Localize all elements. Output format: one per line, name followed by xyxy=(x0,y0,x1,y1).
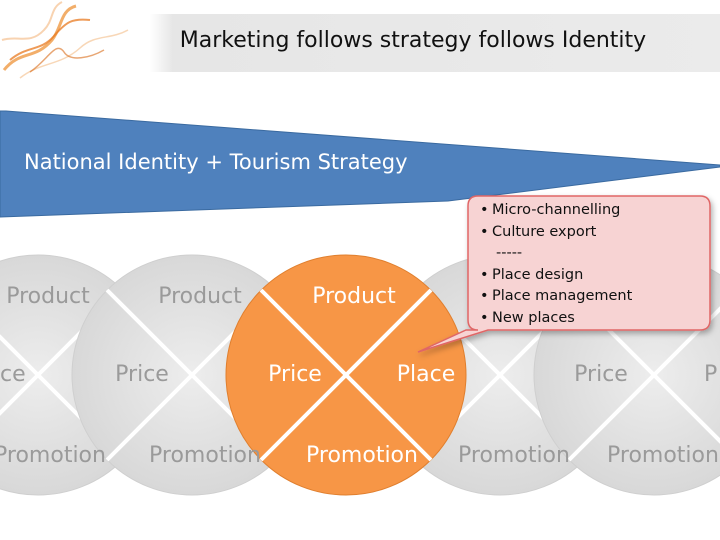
circle-3-price: Price xyxy=(268,362,322,387)
circle-2-product: Product xyxy=(158,284,242,309)
mix-circle-3-highlighted xyxy=(225,254,467,496)
identity-strategy-banner xyxy=(0,110,720,218)
callout-item: Place design xyxy=(476,265,712,287)
flame-logo-icon xyxy=(1,1,129,79)
banner-label: National Identity + Tourism Strategy xyxy=(24,150,408,174)
callout-item: Culture export xyxy=(476,222,712,244)
callout-item: Micro-channelling xyxy=(476,200,712,222)
title-bar xyxy=(150,14,720,72)
circle-2-price: Price xyxy=(115,362,169,387)
circle-4-promotion: Promotion xyxy=(458,443,570,468)
circle-4-price: Price xyxy=(574,362,628,387)
circle-3-place: Place xyxy=(397,362,456,387)
page-title: Marketing follows strategy follows Ident… xyxy=(179,28,647,53)
circle-5-promotion: Promotion xyxy=(607,443,719,468)
circle-3-promotion: Promotion xyxy=(306,443,418,468)
circle-1-product: Product xyxy=(6,284,90,309)
callout-item: New places xyxy=(476,308,712,330)
callout-list: Micro-channelling Culture export ----- P… xyxy=(476,200,712,329)
circle-1-promotion: Promotion xyxy=(0,443,106,468)
circle-3-product: Product xyxy=(312,284,396,309)
callout-item: Place management xyxy=(476,286,712,308)
circle-2-promotion: Promotion xyxy=(149,443,261,468)
circle-1-price-partial: ce xyxy=(0,362,26,387)
circle-5-price-partial: P xyxy=(704,362,717,387)
callout-separator: ----- xyxy=(496,245,523,261)
